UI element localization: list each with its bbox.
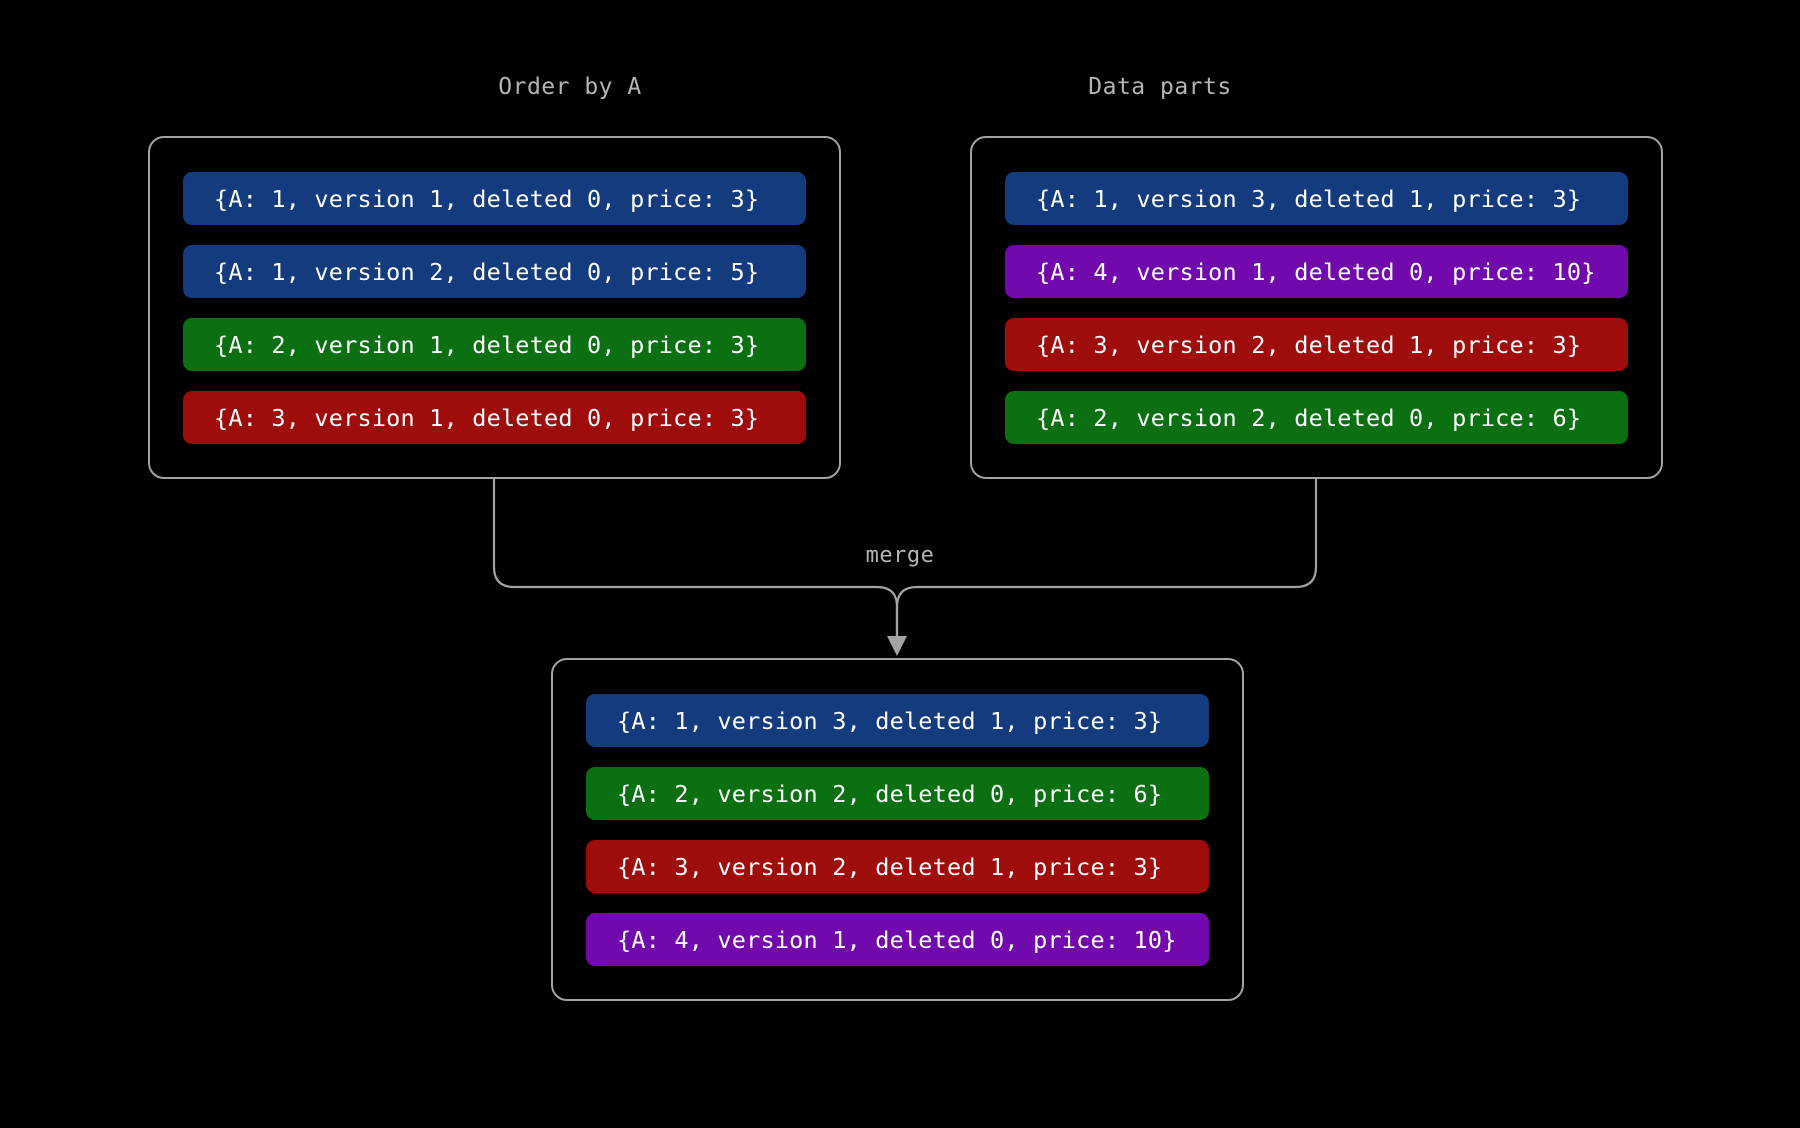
- data-parts-row-list: {A: 1, version 3, deleted 1, price: 3} {…: [1005, 172, 1628, 444]
- panel-title-data-parts: Data parts: [1088, 74, 1232, 100]
- list-item[interactable]: {A: 3, version 1, deleted 0, price: 3}: [183, 391, 806, 444]
- list-item[interactable]: {A: 2, version 2, deleted 0, price: 6}: [1005, 391, 1628, 444]
- list-item[interactable]: {A: 4, version 1, deleted 0, price: 10}: [586, 913, 1209, 966]
- panel-merged-result: {A: 1, version 3, deleted 1, price: 3} {…: [551, 658, 1244, 1001]
- panel-order-by-a: {A: 1, version 1, deleted 0, price: 3} {…: [148, 136, 841, 479]
- list-item[interactable]: {A: 1, version 1, deleted 0, price: 3}: [183, 172, 806, 225]
- list-item[interactable]: {A: 1, version 3, deleted 1, price: 3}: [1005, 172, 1628, 225]
- list-item[interactable]: {A: 3, version 2, deleted 1, price: 3}: [1005, 318, 1628, 371]
- merged-row-list: {A: 1, version 3, deleted 1, price: 3} {…: [586, 694, 1209, 966]
- merge-label: merge: [865, 543, 935, 568]
- list-item[interactable]: {A: 2, version 1, deleted 0, price: 3}: [183, 318, 806, 371]
- list-item[interactable]: {A: 1, version 3, deleted 1, price: 3}: [586, 694, 1209, 747]
- list-item[interactable]: {A: 4, version 1, deleted 0, price: 10}: [1005, 245, 1628, 298]
- panel-title-order-by-a: Order by A: [498, 74, 642, 100]
- list-item[interactable]: {A: 3, version 2, deleted 1, price: 3}: [586, 840, 1209, 893]
- panel-data-parts: {A: 1, version 3, deleted 1, price: 3} {…: [970, 136, 1663, 479]
- list-item[interactable]: {A: 1, version 2, deleted 0, price: 5}: [183, 245, 806, 298]
- order-by-a-row-list: {A: 1, version 1, deleted 0, price: 3} {…: [183, 172, 806, 444]
- list-item[interactable]: {A: 2, version 2, deleted 0, price: 6}: [586, 767, 1209, 820]
